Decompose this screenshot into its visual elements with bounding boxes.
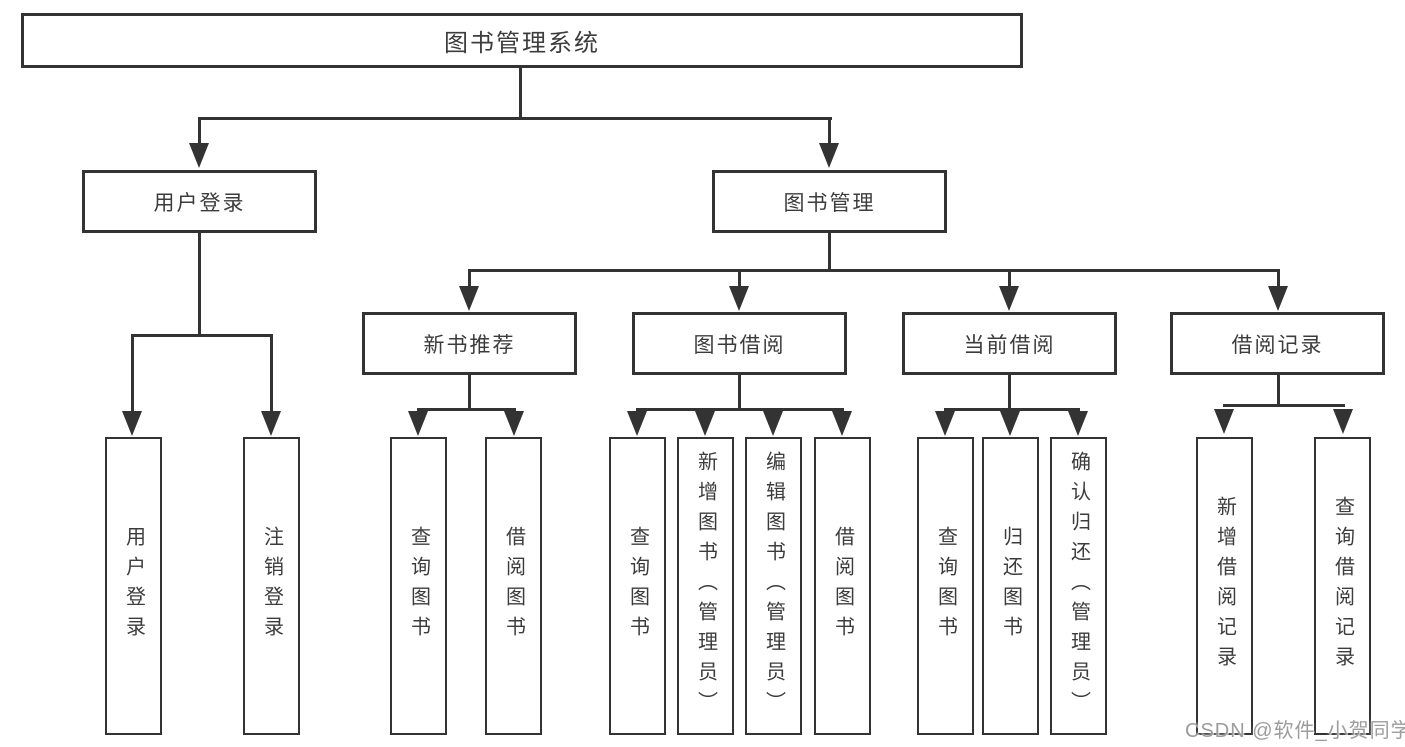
connector-recommend-children-bar	[417, 408, 516, 411]
connector-recommend-stub	[468, 269, 471, 289]
connector-current-down	[1008, 375, 1011, 411]
arrowhead-down-icon	[504, 411, 524, 436]
connector-login-stub	[198, 117, 201, 146]
connector-borrow-children-bar	[636, 408, 844, 411]
connector-mgmt-stub	[828, 117, 831, 146]
arrowhead-down-icon	[1068, 411, 1088, 436]
connector-records-stub	[1277, 269, 1280, 289]
arrowhead-down-icon	[261, 411, 281, 436]
leaf-borrow-add-books-admin: 新增图书（管理员）	[677, 437, 734, 735]
arrowhead-down-icon	[1000, 411, 1020, 436]
leaf-recommend-borrow-books: 借阅图书	[485, 437, 542, 735]
connector-borrow-down	[738, 375, 741, 411]
leaf-user-login: 用户登录	[105, 437, 162, 735]
leaf-label: 借阅图书	[831, 526, 854, 646]
leaf-borrow-edit-books-admin: 编辑图书（管理员）	[745, 437, 802, 735]
csdn-watermark: CSDN @软件_小贺同学	[1185, 720, 1405, 742]
connector-current-stub	[1008, 269, 1011, 289]
leaf-borrow-borrow-books: 借阅图书	[814, 437, 871, 735]
arrowhead-down-icon	[189, 143, 209, 168]
connector-mgmt-down	[828, 233, 831, 272]
arrowhead-down-icon	[935, 411, 955, 436]
node-book-management: 图书管理	[712, 170, 947, 233]
node-borrowing-records: 借阅记录	[1170, 312, 1385, 375]
connector-level2-bus	[468, 269, 1280, 272]
leaf-label: 查询图书	[626, 526, 649, 646]
connector-borrow-stub	[738, 269, 741, 289]
arrowhead-down-icon	[408, 411, 428, 436]
leaf-records-query-record: 查询借阅记录	[1314, 437, 1371, 735]
connector-leaf-stub	[270, 334, 273, 412]
leaf-label: 新增借阅记录	[1213, 496, 1236, 676]
arrowhead-down-icon	[832, 411, 852, 436]
leaf-label: 查询图书	[407, 526, 430, 646]
leaf-current-query-books: 查询图书	[917, 437, 974, 735]
connector-current-children-bar	[944, 408, 1080, 411]
node-user-login: 用户登录	[82, 170, 317, 233]
arrowhead-down-icon	[122, 411, 142, 436]
node-current-borrowing: 当前借阅	[902, 312, 1117, 375]
arrowhead-down-icon	[1214, 409, 1234, 434]
leaf-recommend-query-books: 查询图书	[390, 437, 447, 735]
leaf-label: 查询图书	[934, 526, 957, 646]
arrowhead-down-icon	[695, 411, 715, 436]
connector-recommend-down	[468, 375, 471, 411]
node-book-borrowing: 图书借阅	[632, 312, 847, 375]
arrowhead-down-icon	[819, 143, 839, 168]
arrowhead-down-icon	[1333, 409, 1353, 434]
connector-level1-bar	[198, 117, 832, 120]
leaf-current-return-books: 归还图书	[982, 437, 1039, 735]
leaf-label: 查询借阅记录	[1331, 496, 1354, 676]
leaf-logout: 注销登录	[243, 437, 300, 735]
leaf-label: 新增图书（管理员）	[694, 451, 717, 721]
connector-leaf-stub	[131, 334, 134, 412]
connector-root-down	[519, 68, 522, 120]
leaf-label: 借阅图书	[502, 526, 525, 646]
leaf-borrow-query-books: 查询图书	[609, 437, 666, 735]
leaf-label: 注销登录	[260, 526, 283, 646]
arrowhead-down-icon	[459, 286, 479, 311]
leaf-label: 确认归还（管理员）	[1067, 451, 1090, 721]
leaf-current-confirm-return-admin: 确认归还（管理员）	[1050, 437, 1107, 735]
arrowhead-down-icon	[627, 411, 647, 436]
leaf-label: 用户登录	[122, 526, 145, 646]
connector-login-children-bar	[131, 334, 273, 337]
leaf-label: 编辑图书（管理员）	[762, 451, 785, 721]
connector-login-down	[198, 233, 201, 337]
connector-records-down	[1277, 375, 1280, 407]
leaf-label: 归还图书	[999, 526, 1022, 646]
node-new-book-recommend: 新书推荐	[362, 312, 577, 375]
arrowhead-down-icon	[729, 286, 749, 311]
node-library-management-system: 图书管理系统	[21, 13, 1023, 68]
connector-records-children-bar	[1223, 404, 1345, 407]
arrowhead-down-icon	[999, 286, 1019, 311]
arrowhead-down-icon	[1268, 286, 1288, 311]
leaf-records-add-record: 新增借阅记录	[1196, 437, 1253, 735]
arrowhead-down-icon	[763, 411, 783, 436]
